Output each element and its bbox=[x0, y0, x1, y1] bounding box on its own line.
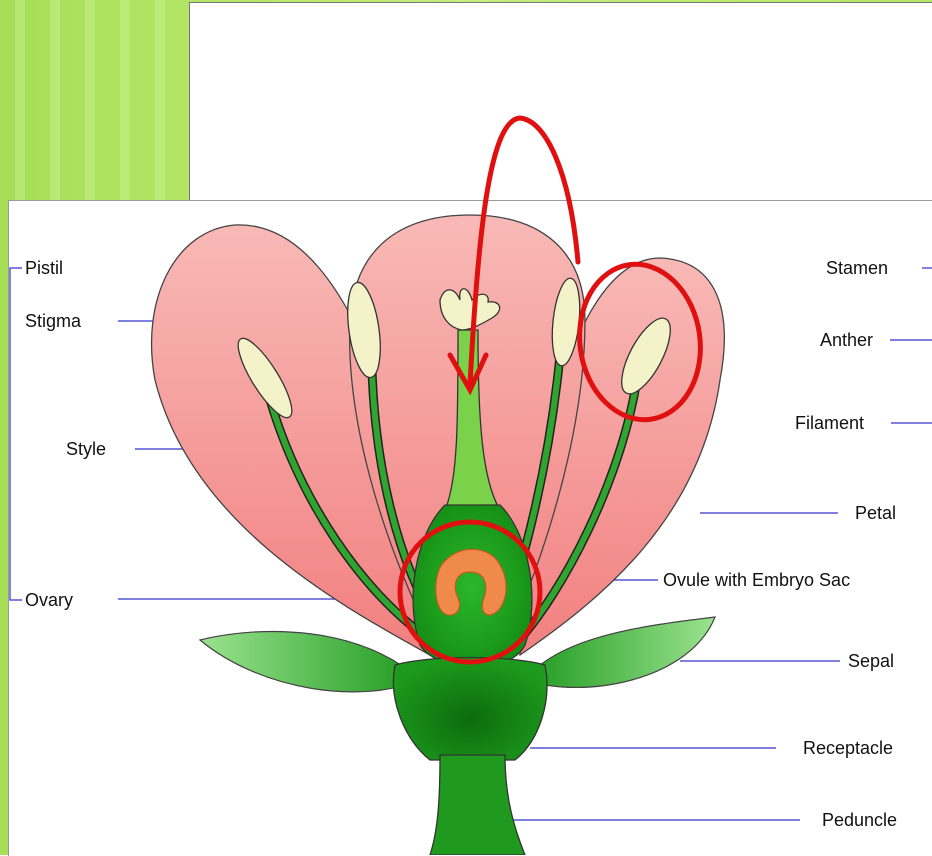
label-ovary: Ovary bbox=[25, 590, 73, 610]
label-stamen: Stamen bbox=[826, 258, 888, 278]
receptacle bbox=[393, 658, 547, 761]
label-stigma: Stigma bbox=[25, 311, 81, 331]
label-receptacle: Receptacle bbox=[803, 738, 893, 758]
peduncle bbox=[430, 755, 525, 855]
label-style: Style bbox=[66, 439, 106, 459]
label-ovule: Ovule with Embryo Sac bbox=[663, 570, 850, 590]
label-petal: Petal bbox=[855, 503, 896, 523]
label-filament: Filament bbox=[795, 413, 864, 433]
label-sepal: Sepal bbox=[848, 651, 894, 671]
label-peduncle: Peduncle bbox=[822, 810, 897, 830]
label-pistil: Pistil bbox=[25, 258, 63, 278]
label-anther: Anther bbox=[820, 330, 873, 350]
sepal-left bbox=[200, 631, 420, 691]
